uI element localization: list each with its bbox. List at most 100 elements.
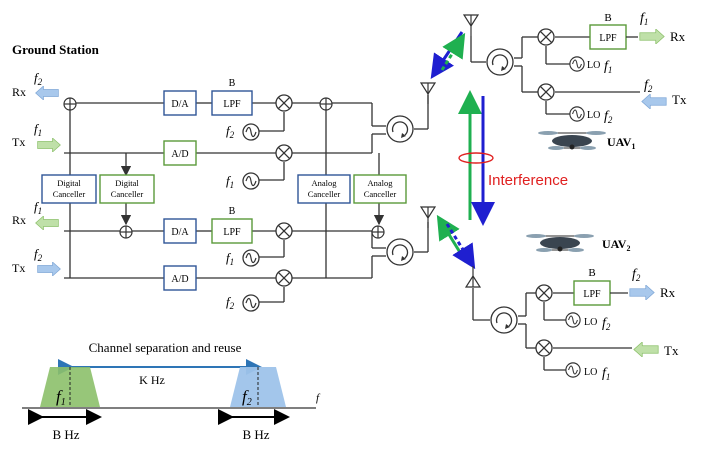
ad-block-bot-label: A/D: [171, 274, 188, 285]
adder-rx-top-digital: [63, 97, 77, 111]
oscillator-top-2-icon: [242, 172, 260, 190]
circulator-uav2-icon: [490, 306, 518, 334]
rx-uav1-arrow-icon: [639, 29, 665, 44]
rx-uav1-label: Rx: [670, 29, 686, 44]
tx-uav2-label: Tx: [664, 343, 679, 358]
lo-uav2-2-label: LO: [584, 367, 597, 378]
mixer-top-tx-icon: [275, 144, 293, 162]
lpf-uav1-label: LPF: [599, 33, 617, 44]
oscillator-top-1-icon: [242, 123, 260, 141]
lo-uav1-1-label: LO: [587, 60, 600, 71]
rx-uav2-label: Rx: [660, 285, 676, 300]
lo-uav2-2-freq: f1: [602, 366, 610, 382]
mixer-uav2-rx-icon: [535, 284, 553, 302]
circulator-uav1-icon: [486, 48, 514, 76]
lo-uav1-2-label: LO: [587, 110, 600, 121]
spectrum-axis-label: f: [316, 392, 321, 404]
interference-ring: [458, 152, 494, 164]
tx-uav1-arrow-icon: [641, 94, 667, 109]
antenna-uav2-icon: [465, 266, 481, 288]
lpf-block-top: [211, 90, 253, 116]
adder-rx-bot-analog: [371, 225, 385, 239]
digital-canceller-2-line1: Digital: [115, 178, 139, 188]
analog-canceller-1: [297, 174, 351, 204]
ground-station-title: Ground Station: [12, 42, 100, 57]
analog-canceller-1-line1: Analog: [311, 178, 337, 188]
tx-bot-label: Tx: [12, 261, 25, 275]
ad-block-bot: [163, 265, 197, 291]
digital-canceller-1: [41, 174, 97, 204]
oscillator-bot-2-icon: [242, 294, 260, 312]
rx-bot-freq: f1: [34, 199, 42, 216]
mixer-top-rx-icon: [275, 94, 293, 112]
da-block-bot-label: D/A: [171, 227, 189, 238]
rx-bot-label: Rx: [12, 213, 26, 227]
drone-uav2-icon: [526, 234, 594, 252]
spectrum-f2-label: f2: [242, 387, 252, 408]
circulator-top-icon: [386, 115, 414, 143]
tx-top-freq: f1: [34, 121, 42, 138]
rx-bot-arrow-icon: [35, 216, 59, 230]
adder-rx-top-analog: [319, 97, 333, 111]
uav1-label: UAV1: [607, 135, 635, 151]
tx-uav1-label: Tx: [672, 92, 687, 107]
digital-canceller-2: [99, 174, 155, 204]
mixer-bot-rx-icon: [275, 222, 293, 240]
da-block-top-label: D/A: [171, 99, 189, 110]
mixer-bot-tx-icon: [275, 269, 293, 287]
analog-canceller-2-line1: Analog: [367, 178, 393, 188]
lo-uav2-1-label: LO: [584, 317, 597, 328]
rx-top-label: Rx: [12, 85, 26, 99]
link-downlink-uav1: [430, 31, 464, 79]
rx-bot-port: Rx f1: [12, 199, 59, 230]
b-hz-right-label: B Hz: [242, 427, 269, 442]
lpf-block-top-label: LPF: [223, 99, 241, 110]
ad-block-top: [163, 140, 197, 166]
lpf-top-bandwidth: B: [229, 78, 236, 89]
mixer-uav1-rx-icon: [537, 28, 555, 46]
rx-uav1-freq: f1: [640, 11, 648, 27]
digital-canceller-1-line1: Digital: [57, 178, 81, 188]
tx-bot-port: Tx f2: [12, 246, 61, 276]
lo-uav1-1-freq: f1: [604, 59, 612, 75]
mixer-uav1-tx-icon: [537, 83, 555, 101]
lpf-uav2-label: LPF: [583, 289, 601, 300]
oscillator-top-2-freq: f1: [226, 173, 234, 190]
da-block-bot: [163, 218, 197, 244]
rx-uav2-arrow-icon: [629, 285, 655, 300]
lpf-bot-bandwidth: B: [229, 206, 236, 217]
rx-top-arrow-icon: [35, 86, 59, 100]
link-uplink-uav1-dashed: [440, 32, 466, 71]
interference-label: Interference: [488, 172, 568, 189]
digital-canceller-1-line2: Canceller: [53, 189, 86, 199]
lo-uav2-2-icon: [565, 362, 581, 378]
tx-top-port: Tx f1: [12, 121, 61, 152]
drone-uav1-icon: [538, 131, 606, 150]
lpf-uav1-bandwidth: B: [604, 12, 611, 24]
link-uplink-uav2-dashed: [445, 223, 476, 270]
analog-canceller-2: [353, 174, 407, 204]
rx-top-freq: f2: [34, 70, 43, 87]
digital-canceller-2-line2: Canceller: [111, 189, 144, 199]
analog-canceller-1-line2: Canceller: [308, 189, 341, 199]
b-hz-left-label: B Hz: [52, 427, 79, 442]
lpf-uav2-bandwidth: B: [588, 267, 595, 279]
circulator-bot-icon: [386, 238, 414, 266]
k-hz-label: K Hz: [139, 373, 165, 387]
analog-canceller-2-line2: Canceller: [364, 189, 397, 199]
rx-top-port: Rx f2: [12, 70, 59, 100]
lo-uav1-1-icon: [569, 56, 585, 72]
tx-bot-arrow-icon: [37, 262, 61, 276]
uav2-label: UAV2: [602, 237, 630, 253]
lpf-uav2: [573, 280, 611, 306]
lpf-block-bot-label: LPF: [223, 227, 241, 238]
oscillator-bot-1-icon: [242, 249, 260, 267]
spectrum-f1-label: f1: [56, 387, 66, 408]
tx-uav1-freq: f2: [644, 78, 653, 94]
antenna-ground-top-icon: [420, 82, 436, 104]
link-downlink-uav2: [436, 214, 468, 263]
oscillator-top-1-freq: f2: [226, 123, 235, 140]
oscillator-bot-1-freq: f1: [226, 250, 234, 267]
tx-top-arrow-icon: [37, 138, 61, 152]
